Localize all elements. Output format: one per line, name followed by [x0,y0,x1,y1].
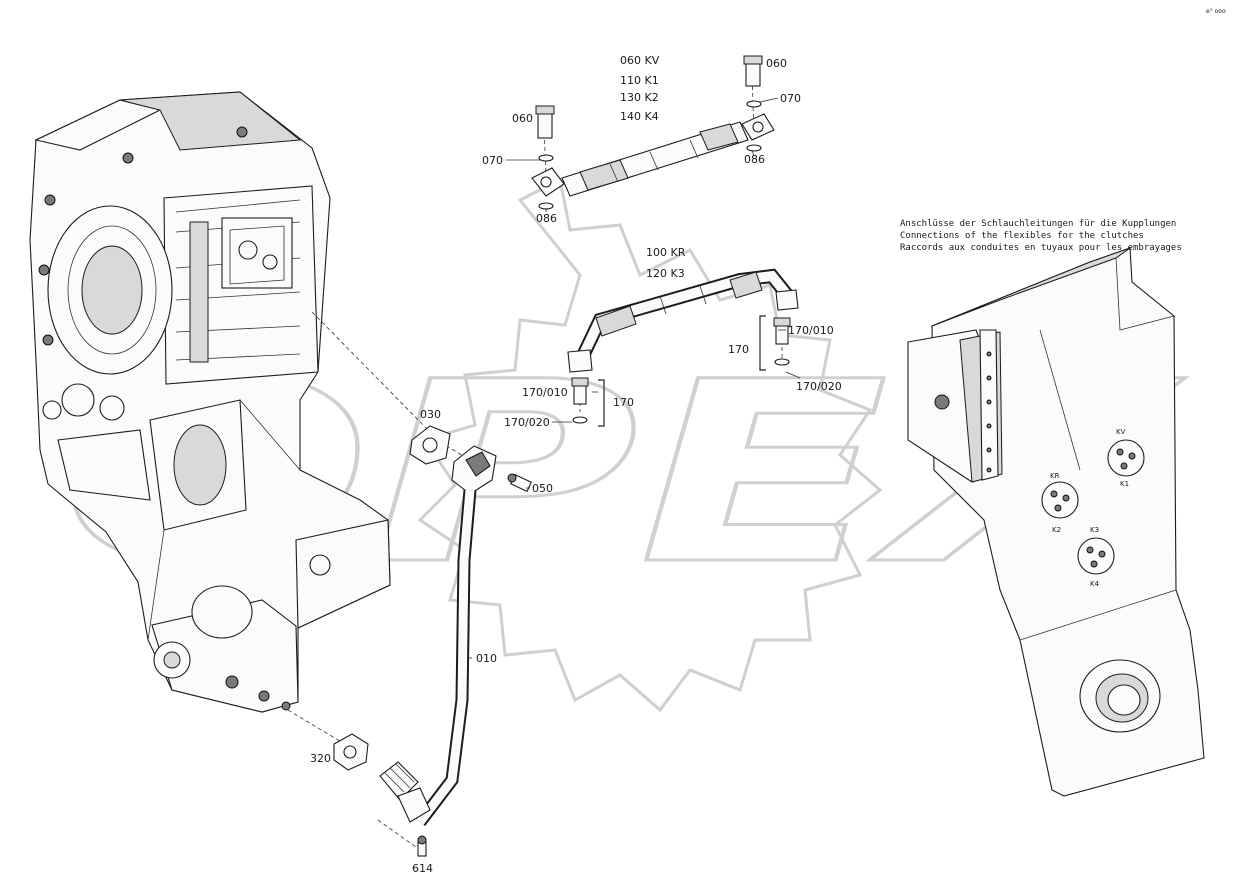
gasket-030 [409,425,451,465]
label-110-k1: 110 K1 [620,74,659,87]
callout-060-left: 060 [512,112,533,125]
transmission-housing [29,91,391,713]
screw-614 [417,835,427,857]
note-line-en: Connections of the flexibles for the clu… [900,231,1144,241]
block-label-k4: K4 [1090,580,1100,588]
callout-086-right: 086 [744,153,765,166]
label-060-kv: 060 KV [620,54,660,67]
callout-050: 050 [532,482,553,495]
leader-lines [468,97,801,659]
callout-010: 010 [476,652,497,665]
part-labels: 060 KV 110 K1 130 K2 140 K4 100 KR 120 K… [310,54,1182,875]
lower-hose-assembly [567,268,799,427]
block-label-k1: K1 [1120,480,1129,488]
callout-170-upper: 170 [728,343,749,356]
callout-086-left: 086 [536,212,557,225]
block-label-k3: K3 [1090,526,1099,534]
label-100-kr: 100 KR [646,246,686,259]
callout-070-left: 070 [482,154,503,167]
label-140-k4: 140 K4 [620,110,659,123]
screw-050 [507,473,533,493]
valve-block [907,247,1205,797]
callout-170-010-upper: 170/010 [788,324,834,337]
callout-614: 614 [412,862,433,875]
corner-mark: e° ooo [1206,8,1226,15]
callout-170-lower: 170 [613,396,634,409]
gasket-320 [333,733,369,771]
block-label-kv: KV [1116,428,1126,436]
callout-320: 320 [310,752,331,765]
tube-010 [379,445,497,826]
callout-170-010-lower: 170/010 [522,386,568,399]
callout-170-020-lower: 170/020 [504,416,550,429]
block-label-kr: KR [1050,472,1060,480]
callout-030: 030 [420,408,441,421]
label-120-k3: 120 K3 [646,267,685,280]
note-line-fr: Raccords aux conduites en tuyaux pour le… [900,243,1182,253]
callout-060-right: 060 [766,57,787,70]
block-label-k2: K2 [1052,526,1061,534]
label-130-k2: 130 K2 [620,91,659,104]
note-line-de: Anschlüsse der Schlauchleitungen für die… [900,219,1176,229]
callout-070-right: 070 [780,92,801,105]
callout-170-020-upper: 170/020 [796,380,842,393]
upper-hose-assembly [531,55,775,210]
